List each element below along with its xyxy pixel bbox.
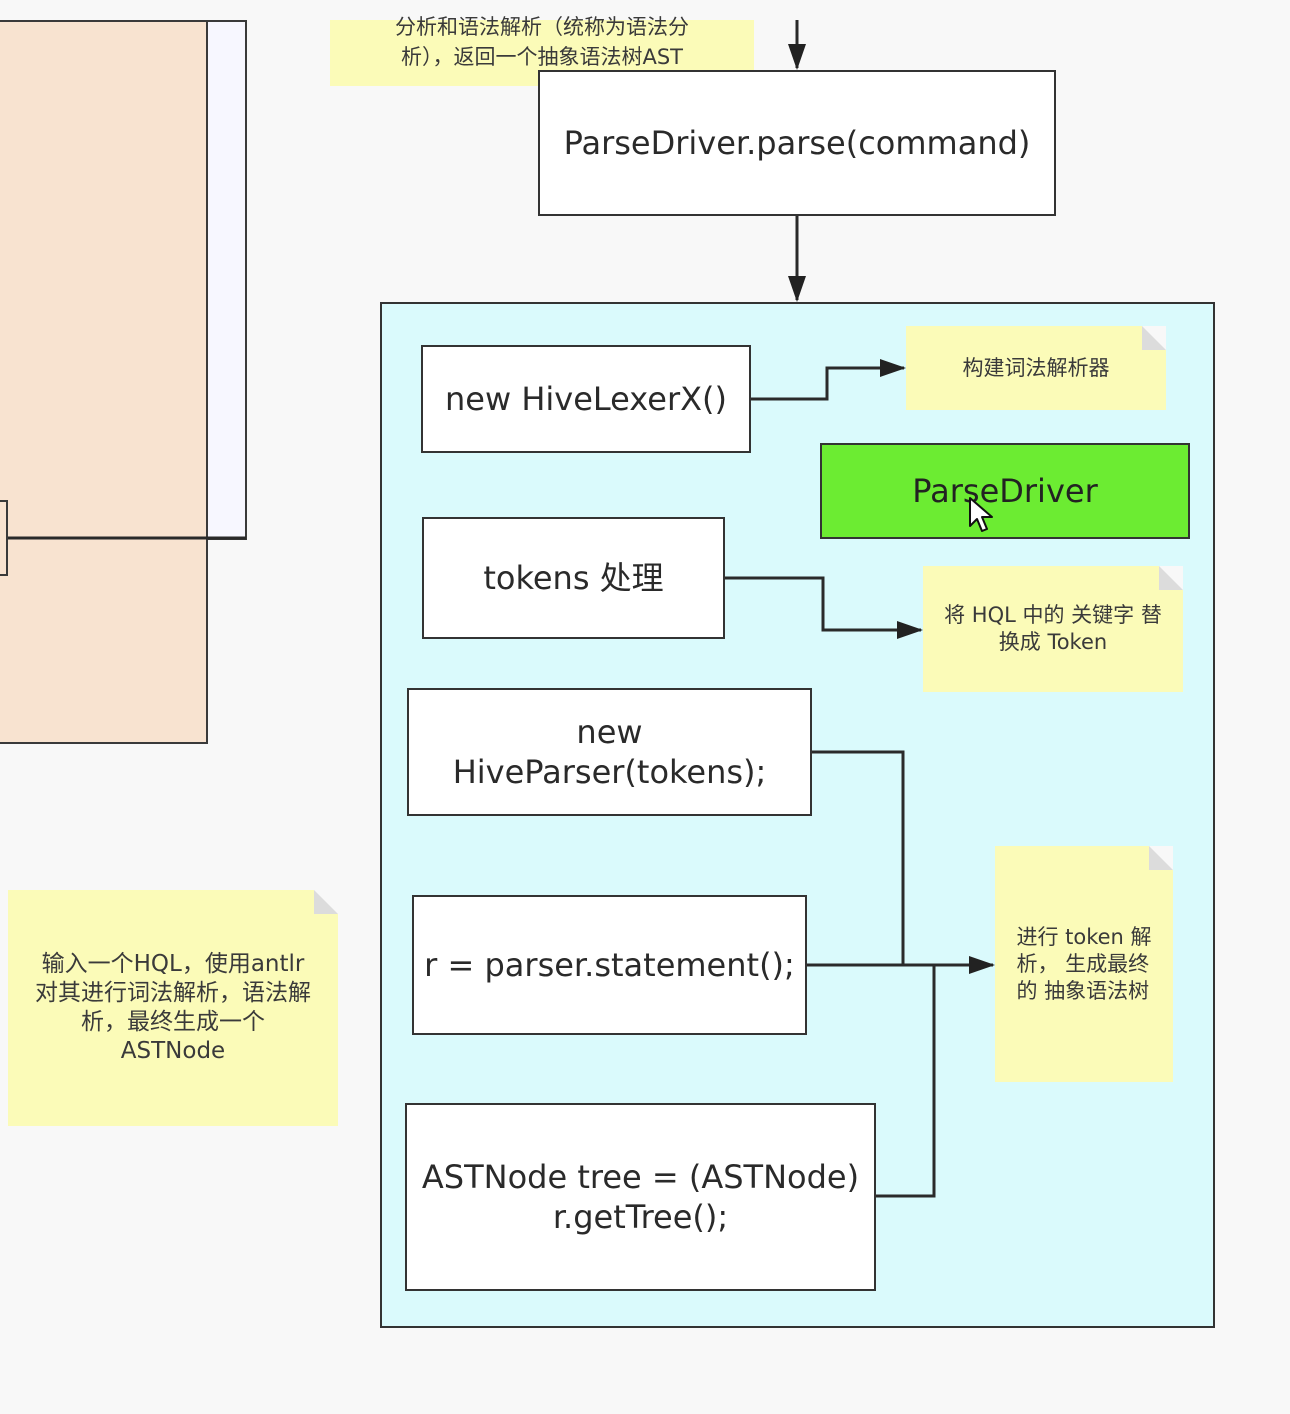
tokens-box: tokens 处理 [422, 517, 725, 639]
left-peach-shape [0, 20, 208, 744]
tokens-note-text: 将 HQL 中的 关键字 替 换成 Token [944, 603, 1162, 654]
tokens-label: tokens 处理 [483, 559, 664, 597]
left-edge-box [0, 500, 8, 576]
left-note: 输入一个HQL，使用antlr 对其进行词法解析，语法解 析，最终生成一个 AS… [8, 890, 338, 1126]
note-fold-icon [314, 890, 338, 914]
arrow-tree-to-note [876, 965, 936, 1198]
note-fold-icon [1159, 566, 1183, 590]
parse-command-label: ParseDriver.parse(command) [563, 124, 1031, 162]
arrow-parser-to-note [812, 750, 905, 965]
arrow-lexer-to-note [751, 359, 906, 401]
hive-lexer-box: new HiveLexerX() [421, 345, 751, 453]
lexer-note: 构建词法解析器 [906, 326, 1166, 410]
tree-note-text: 进行 token 解 析， 生成最终 的 抽象语法树 [1016, 924, 1152, 1003]
tree-note: 进行 token 解 析， 生成最终 的 抽象语法树 [995, 846, 1173, 1082]
hive-parser-label: new HiveParser(tokens); [452, 713, 767, 791]
parse-driver-box: ParseDriver [820, 443, 1190, 539]
statement-box: r = parser.statement(); [412, 895, 807, 1035]
parse-driver-label: ParseDriver [912, 472, 1098, 510]
note-fold-icon [1142, 326, 1166, 350]
parse-command-box: ParseDriver.parse(command) [538, 70, 1056, 216]
ast-tree-label: ASTNode tree = (ASTNode) r.getTree(); [421, 1158, 860, 1236]
left-note-text: 输入一个HQL，使用antlr 对其进行词法解析，语法解 析，最终生成一个 AS… [35, 951, 311, 1064]
top-note-text: 分析和语法解析（统称为语法分 析），返回一个抽象语法树AST [395, 15, 689, 69]
tokens-note: 将 HQL 中的 关键字 替 换成 Token [923, 566, 1183, 692]
mouse-cursor-icon [969, 497, 993, 532]
hive-parser-box: new HiveParser(tokens); [407, 688, 812, 816]
note-fold-icon [1149, 846, 1173, 870]
ast-tree-box: ASTNode tree = (ASTNode) r.getTree(); [405, 1103, 876, 1291]
arrow-tokens-to-note [725, 576, 923, 639]
lexer-note-text: 构建词法解析器 [962, 355, 1110, 380]
hive-lexer-label: new HiveLexerX() [445, 380, 727, 418]
statement-label: r = parser.statement(); [424, 946, 795, 984]
